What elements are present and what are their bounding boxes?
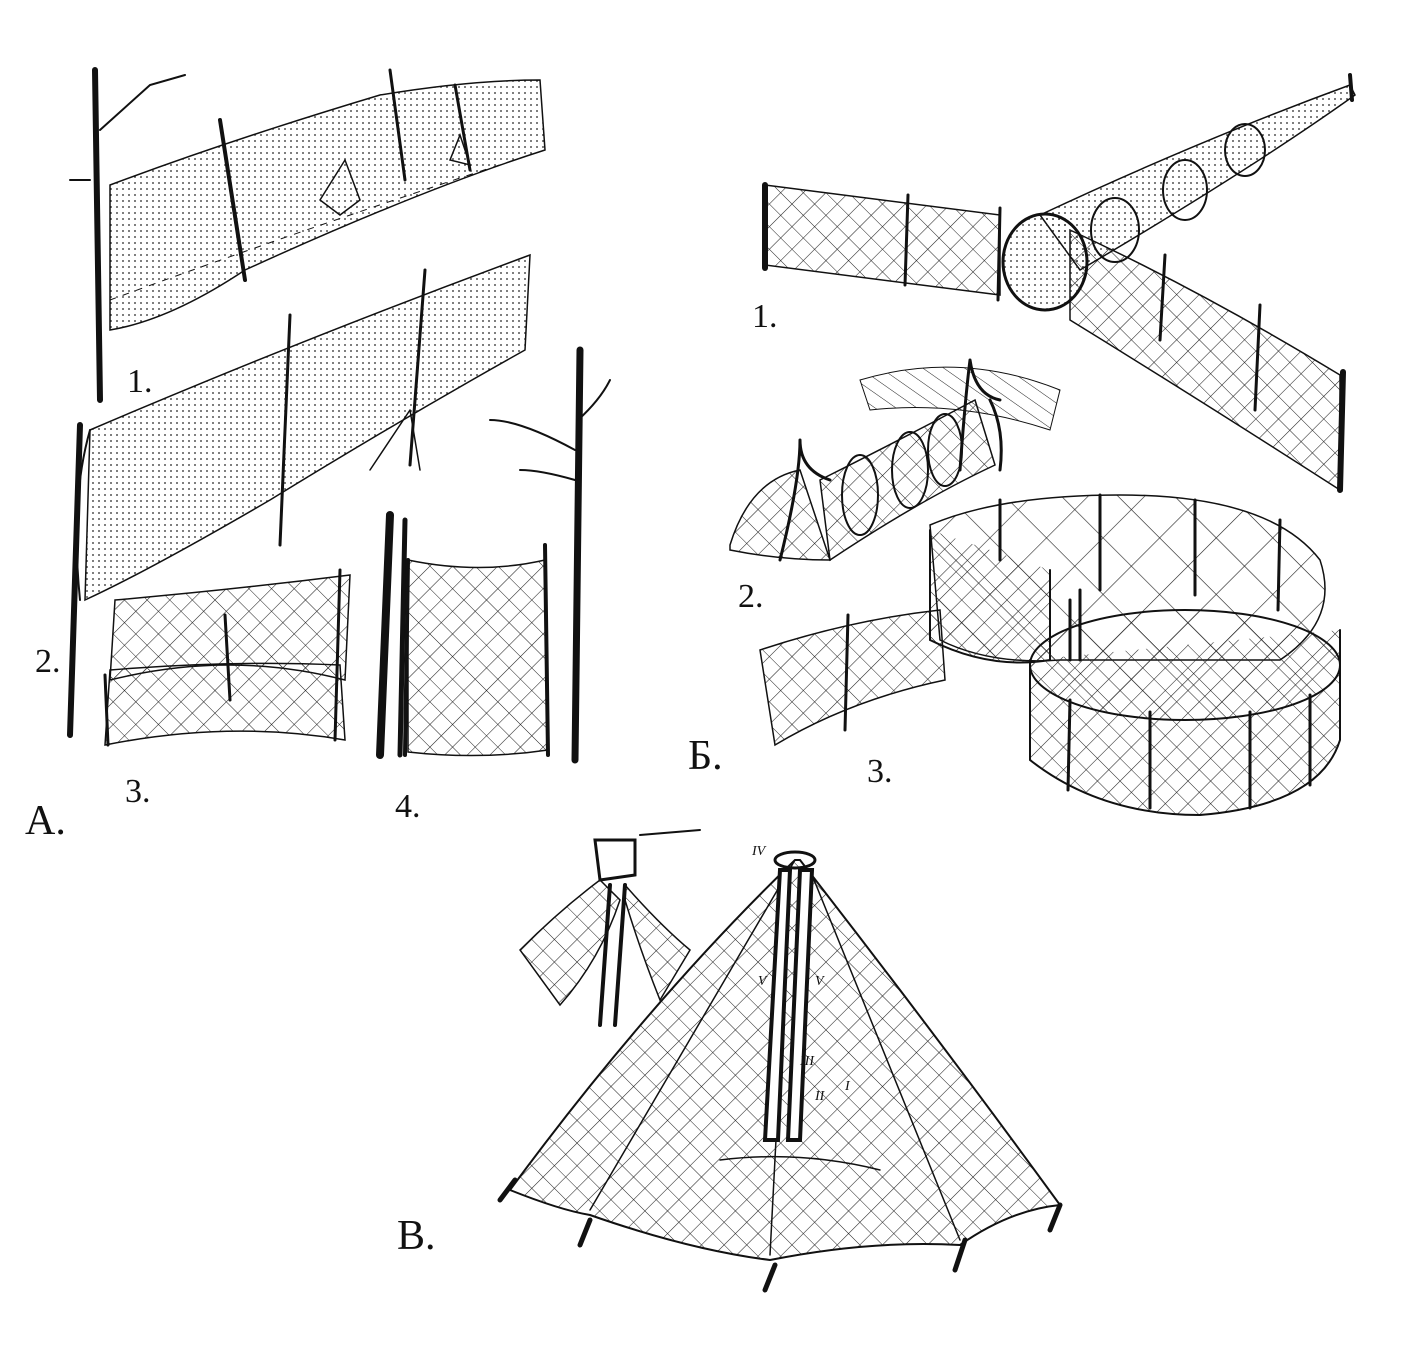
- v-pyramid-net-drawing: [497, 850, 1063, 1293]
- b-fig-1-label: 1.: [752, 298, 778, 335]
- v-mark-iii: III: [799, 1054, 815, 1069]
- a1-net-drawing: [69, 67, 546, 403]
- panel-b-drawing: [729, 73, 1356, 817]
- a3-net-drawing: [103, 568, 351, 747]
- b2-tube-trap-drawing: [729, 358, 1061, 562]
- a-fig-1-label: 1.: [127, 363, 153, 400]
- a-fig-2-label: 2.: [35, 643, 61, 680]
- v-mark-i: I: [844, 1079, 851, 1094]
- b1-fyke-drawing: [762, 73, 1356, 493]
- panel-b-label: Б.: [688, 733, 723, 779]
- b3-enclosure-drawing: [759, 493, 1341, 817]
- v-mark-iv: IV: [751, 844, 767, 859]
- a4-net-drawing: [376, 346, 611, 764]
- panel-v-drawing: [497, 829, 1063, 1293]
- v-inset-detail-drawing: [519, 829, 701, 1027]
- panel-a-label: А.: [25, 798, 66, 844]
- b-fig-2-label: 2.: [738, 578, 764, 615]
- panel-a-drawing: [67, 67, 611, 764]
- v-mark-v-right: V: [815, 974, 825, 989]
- b-fig-3-label: 3.: [867, 753, 893, 790]
- a-fig-3-label: 3.: [125, 773, 151, 810]
- v-mark-v-left: V: [758, 974, 768, 989]
- panel-v-label: В.: [397, 1213, 436, 1259]
- v-mark-ii: II: [814, 1089, 826, 1104]
- a-fig-4-label: 4.: [395, 788, 421, 825]
- a2-net-drawing: [67, 253, 531, 738]
